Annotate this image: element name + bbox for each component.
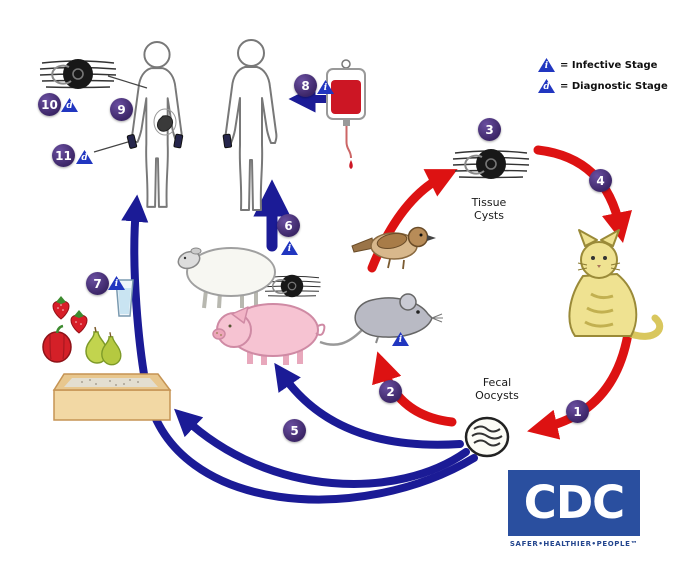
stage-letter: d: [66, 101, 73, 111]
stage-letter: d: [81, 153, 88, 163]
serum-vial-icon: [173, 133, 184, 149]
step-badge-3: 3: [478, 118, 501, 141]
tissue-cyst-icon-brain: [39, 58, 117, 90]
step-badge-9: 9: [110, 98, 133, 121]
triangle-icon: i: [108, 276, 125, 290]
arrow-oocysts-to-livestock: [274, 362, 464, 449]
mouse-figure: [319, 293, 443, 346]
oocyst-icon: [464, 416, 510, 458]
tissue-cysts-line2: Cysts: [474, 209, 504, 222]
step-badge-11: 11: [52, 144, 75, 167]
cdc-tagline: SAFER•HEALTHIER•PEOPLE™: [509, 540, 639, 548]
stage-letter: i: [398, 335, 403, 345]
stage-letter: i: [114, 279, 119, 289]
legend-diagnostic: d = Diagnostic Stage: [538, 79, 668, 93]
blood-bag-icon: [326, 59, 366, 169]
step-badge-6: 6: [277, 214, 300, 237]
triangle-icon: i: [317, 80, 334, 94]
strawberry-icon: [52, 296, 70, 320]
strawberry-icon: [70, 310, 88, 334]
legend-infective-label: = Infective Stage: [560, 59, 658, 71]
stage-marker-step6: i: [281, 241, 298, 255]
bird-figure: [351, 226, 436, 270]
step-badge-8: 8: [294, 74, 317, 97]
litter-box-icon: [52, 373, 172, 421]
arrow-cat-to-fecal-oocysts: [527, 329, 633, 440]
stage-letter: i: [544, 61, 549, 71]
step-badge-1: 1: [566, 400, 589, 423]
step-badge-4: 4: [589, 169, 612, 192]
line-step11-to-vial: [93, 141, 129, 153]
fecal-oocysts-line1: Fecal: [482, 376, 512, 389]
triangle-icon: d: [61, 98, 78, 112]
infective-triangle-icon: i: [538, 58, 555, 72]
triangle-icon: i: [392, 332, 409, 346]
arrow-oocysts-to-food-and-human: [121, 194, 478, 504]
legend-infective: i = Infective Stage: [538, 58, 657, 72]
fecal-oocysts-line2: Oocysts: [475, 389, 519, 402]
triangle-icon: d: [76, 150, 93, 164]
stage-marker-mouse: i: [392, 332, 409, 346]
triangle-icon: i: [281, 241, 298, 255]
stage-marker-step11: d: [76, 150, 93, 164]
arrow-oocysts-to-litter-box: [174, 408, 470, 488]
line-cyst-to-human-head: [107, 75, 148, 89]
sheep-figure: [177, 247, 276, 309]
step-badge-10: 10: [38, 93, 61, 116]
bell-pepper-icon: [42, 324, 72, 363]
pig-figure: [212, 303, 326, 365]
stage-letter: d: [543, 82, 550, 92]
fetus-icon: [153, 108, 177, 136]
stage-marker-step7: i: [108, 276, 125, 290]
arrow-oocysts-to-mouse: [372, 351, 457, 427]
diagnostic-triangle-icon: d: [538, 79, 555, 93]
stage-marker-step10: d: [61, 98, 78, 112]
stage-letter: i: [323, 83, 328, 93]
serum-vial-icon: [222, 133, 233, 149]
tissue-cyst-icon-main: [452, 148, 530, 180]
tissue-cysts-line1: Tissue: [471, 196, 507, 209]
cat-figure: [568, 229, 664, 340]
step-badge-2: 2: [379, 380, 402, 403]
legend-diagnostic-label: = Diagnostic Stage: [560, 80, 668, 92]
step-badge-7: 7: [86, 272, 109, 295]
serum-vial-icon: [126, 134, 138, 149]
step-badge-5: 5: [283, 419, 306, 442]
cdc-logo: CDC: [508, 470, 640, 536]
cdc-logo-text: CDC: [523, 476, 625, 529]
fecal-oocysts-label: Fecal Oocysts: [462, 376, 532, 402]
human-figure-right: [224, 39, 278, 211]
stage-letter: i: [287, 244, 292, 254]
pear-icon: [85, 326, 122, 366]
stage-marker-step8: i: [317, 80, 334, 94]
tissue-cysts-label: Tissue Cysts: [454, 196, 524, 222]
